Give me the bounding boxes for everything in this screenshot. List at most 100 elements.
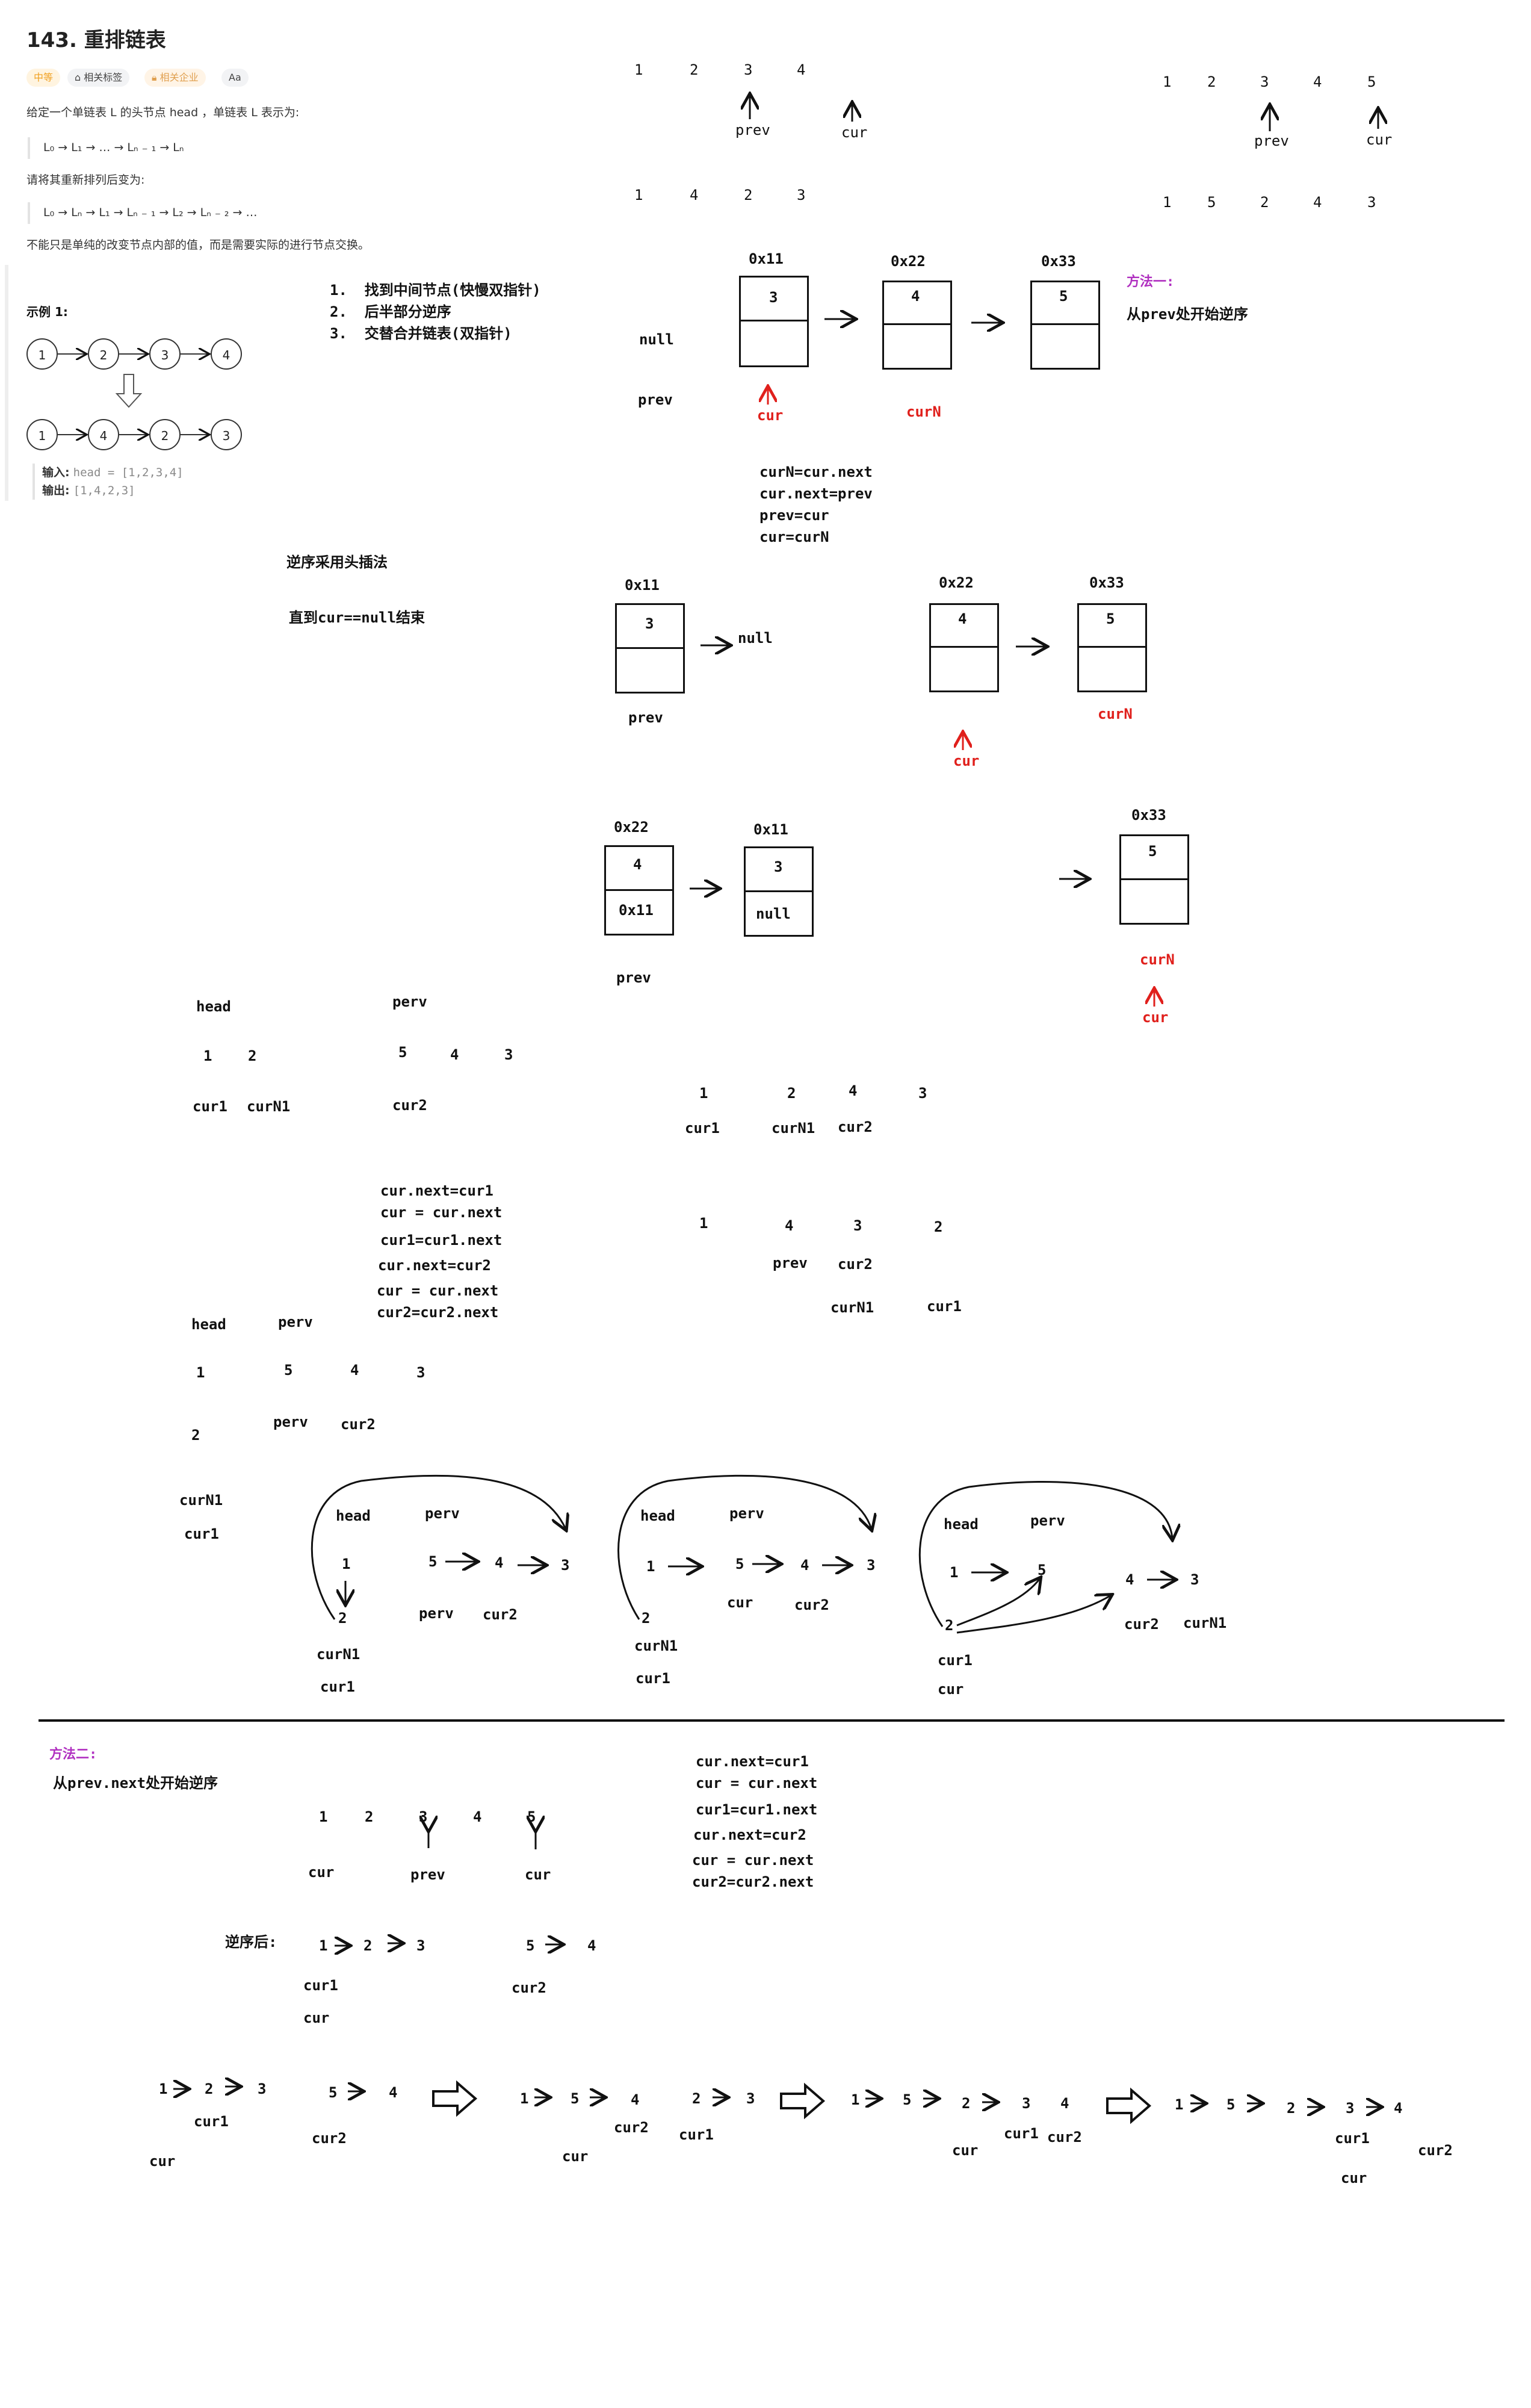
seq-digit: 2 [338, 1610, 347, 1627]
pointer-label-cur: cur [757, 407, 784, 424]
related-tags-tag[interactable]: ⌂ 相关标签 [67, 69, 130, 87]
seq-digit: 4 [631, 2091, 640, 2108]
until-note: 直到cur==null结束 [289, 609, 425, 626]
quote-bar-1 [28, 137, 30, 159]
seq-digit: 1 [342, 1556, 351, 1572]
font-size-tag[interactable]: Aa [221, 69, 249, 87]
sequence-arrows [173, 1830, 1381, 2107]
input-row: 输入: head = [1,2,3,4] [42, 467, 184, 479]
address-label: 0x33 [1089, 574, 1124, 591]
seq-digit: 1 [159, 2081, 168, 2097]
step-arrows [432, 2080, 1152, 2124]
seq-digit: 3 [746, 2090, 755, 2107]
seq-digit: 4 [690, 187, 699, 203]
seq-digit: 3 [853, 1217, 862, 1234]
null-label: null [639, 331, 674, 348]
pointer-label-cur: cur [303, 2009, 330, 2026]
seq-digit: 5 [571, 2090, 580, 2107]
example-node: 1 [26, 419, 58, 450]
seq-digit: 4 [1313, 73, 1322, 90]
seq-digit: 5 [398, 1044, 407, 1061]
pointer-label-cur: cur [938, 1681, 964, 1698]
code-line: cur.next=cur1 [696, 1753, 809, 1770]
seq-digit: 4 [1394, 2100, 1403, 2117]
output-value: [1,4,2,3] [73, 484, 135, 497]
reverse-note: 逆序采用头插法 [286, 554, 388, 571]
node-value: 3 [774, 858, 783, 875]
pointer-label-head: head [336, 1507, 371, 1524]
list-node-box [882, 281, 952, 370]
seq-digit: 2 [692, 2090, 701, 2107]
panel-edge [5, 265, 8, 501]
pointer-label-cur1: cur1 [194, 2113, 229, 2130]
list-node-box [1119, 834, 1189, 925]
pointer-label-cur1: cur1 [320, 1678, 355, 1695]
pointer-label-cur: cur [562, 2148, 589, 2165]
code-line: curN=cur.next [759, 464, 873, 480]
pointer-label-curN: curN [1098, 706, 1133, 722]
node-value: 4 [633, 856, 642, 873]
seq-digit: 3 [1346, 2100, 1355, 2117]
seq-digit: 4 [1060, 2095, 1069, 2112]
node-value: 3 [769, 289, 778, 306]
pointer-label-cur: cur [149, 2153, 176, 2170]
pointer-label-cur1: cur1 [679, 2126, 714, 2143]
pointer-label-cur2: cur2 [512, 1979, 546, 1996]
pointer-label-cur: cur [525, 1866, 551, 1883]
seq-digit: 3 [504, 1046, 513, 1063]
method2-desc: 从prev.next处开始逆序 [53, 1775, 218, 1792]
pointer-label-curN1: curN1 [830, 1299, 874, 1316]
code-line: cur = cur.next [377, 1282, 499, 1299]
pointer-label-cur: cur [308, 1864, 335, 1881]
node-value: 5 [1148, 843, 1157, 860]
seq-digit: 4 [785, 1217, 794, 1234]
pointer-label-perv: perv [273, 1413, 308, 1430]
input-value: head = [1,2,3,4] [73, 466, 184, 479]
problem-title: 143. 重排链表 [26, 28, 166, 52]
code-line: cur2=cur2.next [377, 1304, 499, 1321]
problem-description: 给定一个单链表 L 的头节点 head ，单链表 L 表示为: [26, 106, 300, 119]
seq-digit: 5 [284, 1362, 293, 1379]
pointer-label-prev: prev [628, 709, 663, 726]
difficulty-tag[interactable]: 中等 [26, 69, 61, 87]
example-node: 4 [211, 338, 242, 370]
node-value: 3 [645, 615, 654, 632]
pointer-label-cur2: cur2 [1047, 2129, 1082, 2146]
seq-digit: 3 [867, 1557, 876, 1574]
loop-curves [311, 1474, 1172, 1634]
list-node-box [929, 603, 999, 692]
address-label: 0x11 [625, 577, 660, 594]
pointer-label-cur1: cur1 [938, 1652, 973, 1669]
seq-digit: 4 [1313, 194, 1322, 211]
code-line: cur.next=cur2 [693, 1826, 806, 1843]
related-companies-tag[interactable]: 🔒︎ 相关企业 [144, 69, 206, 87]
pointer-label-curN1: curN1 [634, 1637, 678, 1654]
method1-desc: 从prev处开始逆序 [1127, 306, 1248, 323]
red-pointer-arrows [768, 388, 1154, 1007]
seq-digit: 2 [1287, 2100, 1296, 2117]
seq-digit: 5 [1038, 1562, 1047, 1578]
pointer-label-curN1: curN1 [317, 1646, 360, 1663]
seq-digit: 4 [587, 1937, 596, 1954]
step-1: 1. 找到中间节点(快慢双指针) [330, 282, 541, 299]
pointer-label-cur1: cur1 [303, 1977, 338, 1994]
seq-digit: 5 [903, 2091, 912, 2108]
step-2: 2. 后半部分逆序 [330, 303, 451, 320]
address-label: 0x11 [753, 821, 788, 838]
code-line: cur.next=prev [759, 485, 873, 502]
step-3: 3. 交替合并链表(双指针) [330, 325, 512, 342]
address-label: 0x33 [1131, 807, 1166, 824]
example-arrows [58, 354, 208, 435]
pointer-label-cur: cur [1142, 1009, 1169, 1026]
pointer-label-prev: prev [616, 969, 651, 986]
seq-digit: 2 [1260, 194, 1269, 211]
seq-digit: 4 [797, 61, 806, 78]
pointer-label-perv: perv [278, 1314, 313, 1330]
seq-digit: 4 [350, 1362, 359, 1379]
after-reverse-label: 逆序后: [225, 1934, 277, 1950]
seq-digit: 4 [800, 1557, 809, 1574]
list-node-box [744, 846, 814, 937]
related-tags-label: 相关标签 [84, 72, 123, 83]
